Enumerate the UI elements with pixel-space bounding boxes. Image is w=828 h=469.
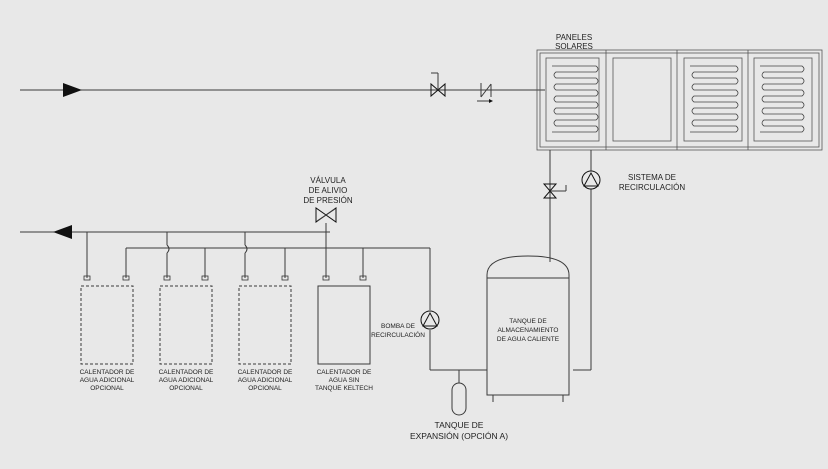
inlet-gate-valve-icon: [430, 72, 446, 98]
expansion-tank-label-1: TANQUE DE: [435, 420, 484, 430]
heater-3-label-3: OPCIONAL: [248, 385, 282, 392]
inlet-arrow-icon: [63, 83, 82, 97]
recirc-pump-label-2: RECIRCULACIÓN: [371, 330, 425, 339]
heater-4-label-1: CALENTADOR DE: [317, 369, 372, 376]
storage-tank: [486, 255, 570, 402]
storage-tank-label-2: ALMACENAMIENTO: [498, 327, 559, 334]
optional-heater-1: [80, 285, 134, 365]
expansion-tank-label-2: EXPANSIÓN (OPCIÓN A): [410, 431, 508, 441]
heater-3-label-1: CALENTADOR DE: [238, 369, 293, 376]
recirc-pump-label-1: BOMBA DE: [381, 323, 416, 330]
relief-valve-label-2: DE ALIVIO: [309, 186, 348, 195]
solar-panels-label-1: PANELES: [556, 33, 592, 42]
relief-valve-label-3: DE PRESIÓN: [303, 196, 353, 205]
outlet-arrow-icon: [53, 225, 72, 239]
solar-panels-label-2: SOLARES: [555, 42, 593, 51]
relief-valve-label-1: VÁLVULA: [310, 176, 346, 185]
recirc-system-label-1: SISTEMA DE: [628, 173, 676, 182]
heater-4-label-2: AGUA SIN: [329, 377, 360, 384]
solar-gate-valve-icon: [542, 183, 567, 199]
recirc-system-label-2: RECIRCULACIÓN: [619, 183, 685, 192]
heater-1-label-1: CALENTADOR DE: [80, 369, 135, 376]
heater-4-label-3: TANQUE KELTECH: [315, 385, 373, 392]
solar-panels: [536, 49, 823, 151]
optional-heater-2: [159, 285, 213, 365]
keltech-tankless-heater: [317, 285, 371, 365]
heater-1-label-3: OPCIONAL: [90, 385, 124, 392]
storage-tank-label-3: DE AGUA CALIENTE: [497, 336, 560, 343]
heater-3-label-2: AGUA ADICIONAL: [238, 377, 293, 384]
check-valve-icon: [477, 83, 493, 103]
recirculation-pump-icon: [420, 310, 440, 330]
optional-heater-3: [238, 285, 292, 365]
heater-1-label-2: AGUA ADICIONAL: [80, 377, 135, 384]
heater-2-label-2: AGUA ADICIONAL: [159, 377, 214, 384]
relief-valve-icon: [315, 207, 337, 232]
heater-2-label-1: CALENTADOR DE: [159, 369, 214, 376]
storage-tank-label-1: TANQUE DE: [509, 318, 547, 325]
expansion-tank: [451, 382, 467, 416]
heater-2-label-3: OPCIONAL: [169, 385, 203, 392]
solar-recirculation-pump-icon: [581, 170, 601, 190]
